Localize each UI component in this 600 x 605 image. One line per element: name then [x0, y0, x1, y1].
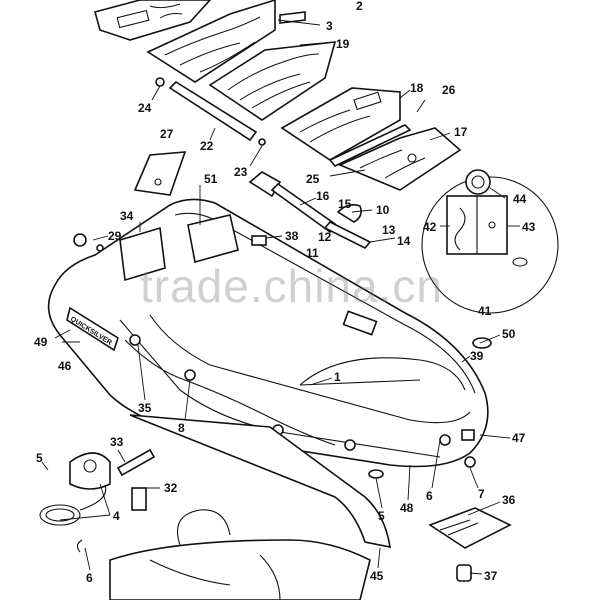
callout-33: 33 — [110, 435, 124, 449]
callout-50: 49 — [34, 335, 48, 349]
leader-lines — [41, 19, 520, 575]
callout-22: 22 — [200, 139, 214, 153]
pump-hose-5 — [39, 484, 107, 526]
callout-39: 39 — [470, 349, 484, 363]
watermark-text: trade.china.cn — [140, 260, 443, 312]
callout-15: 15 — [338, 197, 352, 211]
callout-6b: 6 — [86, 571, 93, 585]
floorboard-2 — [146, 0, 276, 83]
floorboard-19 — [208, 41, 337, 121]
floorboard-18 — [280, 87, 401, 161]
seat-34 — [119, 226, 166, 282]
callout-36: 36 — [502, 493, 516, 507]
callout-35: 35 — [138, 401, 152, 415]
callout-3: 3 — [326, 19, 333, 33]
drain-valve-5 — [368, 469, 384, 479]
carry-bag — [109, 509, 371, 601]
oarlock-10 — [336, 204, 362, 223]
callout-25: 25 — [306, 172, 320, 186]
callout-12: 12 — [318, 230, 332, 244]
callout-45: 46 — [58, 359, 72, 373]
callout-37: 37 — [484, 569, 498, 583]
floorboard-17 — [337, 127, 462, 191]
callout-labels: 2 3 19 18 26 17 25 24 22 27 23 16 15 10 … — [34, 0, 536, 585]
callout-26: 26 — [442, 83, 456, 97]
bow-fitting-29 — [73, 233, 104, 252]
seat-bracket-27 — [133, 151, 187, 196]
repair-kit-36 — [428, 507, 512, 549]
callout-48: 48 — [400, 501, 414, 515]
callout-24: 24 — [138, 101, 152, 115]
callout-1: 1 — [334, 370, 341, 384]
callout-14: 14 — [397, 234, 411, 248]
callout-5b: 5 — [36, 451, 43, 465]
callout-42: 42 — [423, 220, 437, 234]
callout-13: 13 — [382, 223, 396, 237]
callout-41: 41 — [478, 304, 492, 318]
adapter-6 — [76, 539, 83, 553]
valve-detail-inset — [421, 169, 559, 314]
callout-46: 47 — [512, 431, 526, 445]
callout-29: 29 — [108, 229, 122, 243]
keel-tube-22 — [168, 80, 258, 142]
valve-cap-24 — [155, 77, 165, 87]
seat-51 — [187, 214, 239, 264]
callout-32: 32 — [164, 481, 178, 495]
screw-26 — [416, 99, 426, 113]
callout-47: 45 — [370, 569, 384, 583]
stringer-25 — [328, 124, 412, 167]
callout-16: 16 — [316, 189, 330, 203]
callout-19: 19 — [336, 37, 350, 51]
callout-4: 4 — [113, 509, 120, 523]
glue-tube-33 — [116, 448, 156, 477]
callout-2: 2 — [356, 0, 363, 13]
callout-17: 17 — [454, 125, 468, 139]
clip-23 — [258, 138, 266, 146]
callout-27: 27 — [160, 127, 174, 141]
callout-8: 8 — [178, 421, 185, 435]
callout-11: 11 — [306, 246, 319, 260]
glue-bottle-32 — [131, 487, 147, 511]
callout-44: 44 — [513, 192, 527, 206]
oar-shaft-13 — [323, 221, 372, 249]
fitting-46 — [461, 429, 476, 468]
callout-7: 7 — [478, 487, 485, 501]
callout-18: 18 — [410, 81, 424, 95]
floorboard-top-left — [94, 0, 212, 41]
callout-5a: 5 — [378, 509, 385, 523]
callout-6a: 6 — [426, 489, 433, 503]
transom-handle — [342, 310, 378, 336]
callout-23: 23 — [234, 165, 248, 179]
fitting-38 — [251, 235, 267, 246]
callout-34: 34 — [120, 209, 134, 223]
callout-49: 50 — [502, 327, 516, 341]
keel-strip-47 — [129, 414, 391, 549]
callout-10: 10 — [376, 203, 390, 217]
callout-38: 38 — [285, 229, 299, 243]
foot-pump-4 — [69, 452, 111, 490]
callout-51: 51 — [204, 172, 218, 186]
cap-37 — [456, 564, 472, 582]
callout-43: 43 — [522, 220, 536, 234]
